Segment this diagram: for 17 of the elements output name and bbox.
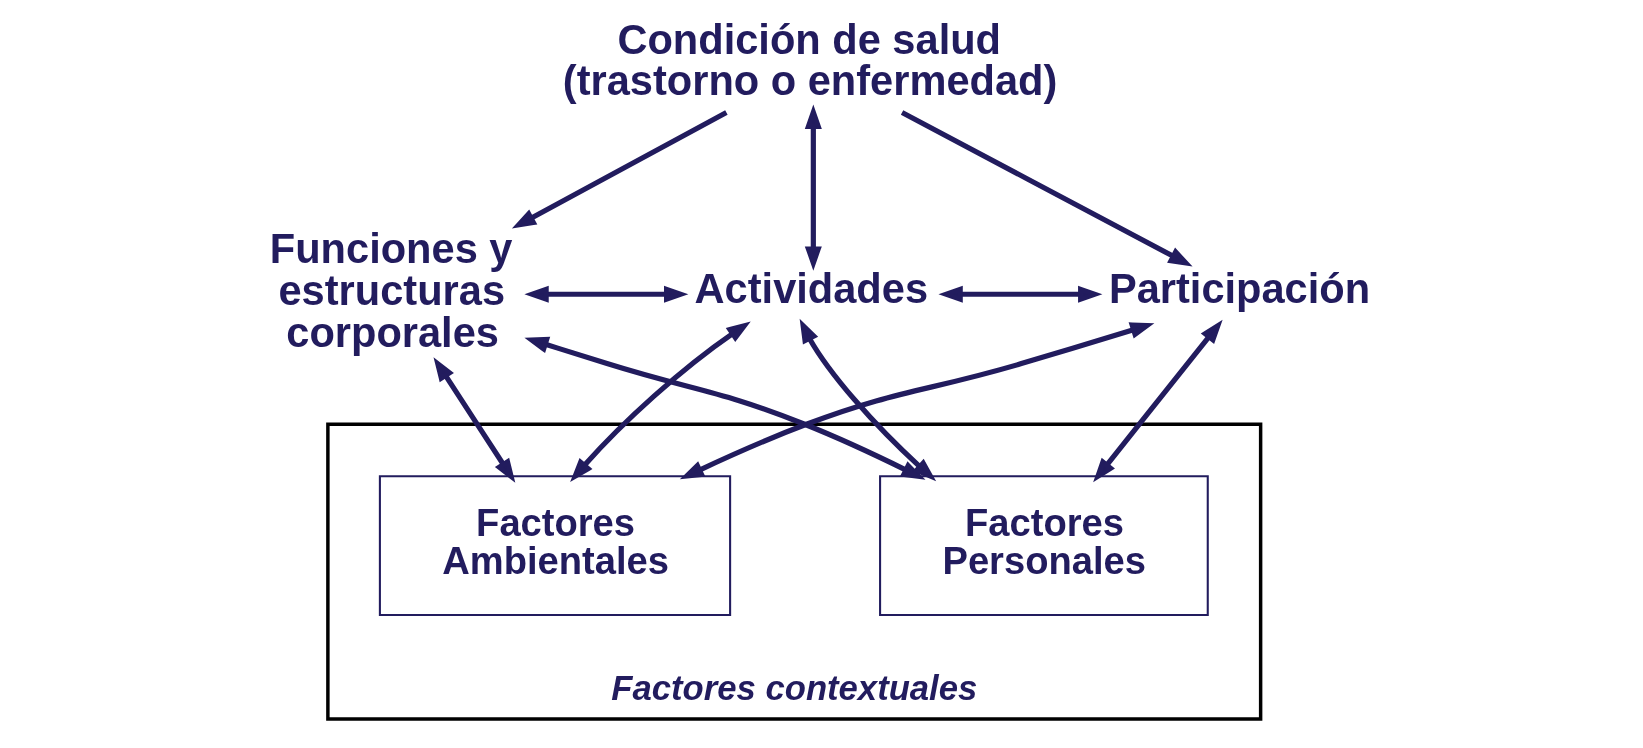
arrow [679,322,1154,480]
arrow [1092,319,1223,483]
node-text: Actividades [694,265,928,313]
node-text: Participación [1108,265,1370,313]
arrow [799,318,936,482]
arrow [804,104,822,271]
arrow [900,110,1193,267]
node-text: Funciones y estructuras corporales [269,225,512,356]
arrow [511,110,728,229]
node-box: Factores Personales [878,475,1209,617]
arrow [523,285,688,303]
arrow [433,357,515,483]
arrow [569,321,751,482]
arrow [523,336,925,480]
node-text: Condición de salud (trastorno o enfermedad) [562,15,1057,105]
node-box: Factores Ambientales [378,475,731,617]
arrow [937,285,1102,303]
